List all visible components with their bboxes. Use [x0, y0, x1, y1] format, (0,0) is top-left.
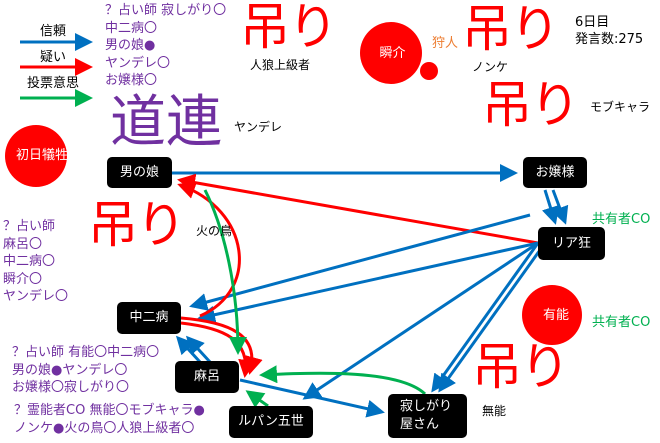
node-lupin[interactable]: ルパン五世	[229, 406, 313, 438]
dead-name-jinrou: 人狼上級者	[250, 58, 311, 72]
dead-name-hinotori: 火の鳥	[196, 224, 233, 238]
trust-arrow	[175, 335, 202, 364]
seer-note-bottom: ？占い師 有能〇中二病〇 男の娘●ヤンデレ〇 お嬢様〇寂しがり〇	[12, 345, 160, 395]
trust-arrow	[189, 213, 531, 311]
trust-arrow	[239, 378, 385, 418]
blood-splatter	[522, 285, 582, 345]
hang-mark: 吊り	[240, 0, 338, 56]
hang-mark: 吊り	[472, 338, 570, 396]
node-chuunibyou[interactable]: 中二病	[117, 302, 181, 334]
seer-note-top: ？占い師 寂しがり〇 中二病〇 男の娘● ヤンデレ〇 お嬢様〇	[105, 3, 227, 88]
seer-note-left: ？占い師 麻呂〇 中二病〇 瞬介〇 ヤンデレ〇	[3, 219, 69, 304]
node-yuunou: 有能	[542, 308, 569, 324]
hang-mark: 吊り	[482, 76, 580, 134]
blood-splatter	[5, 125, 67, 187]
hang-mark: 吊り	[88, 196, 186, 254]
trust-arrow	[197, 241, 539, 324]
michizure-mark: 道連	[110, 90, 222, 155]
post-count: 発言数:275	[575, 32, 644, 47]
legend-trust-label: 信頼	[40, 24, 67, 39]
node-shunsuke: 瞬介	[379, 45, 406, 61]
legend-vote-label: 投票意思	[27, 76, 80, 91]
hang-mark: 吊り	[462, 0, 560, 58]
dead-name-yandere: ヤンデレ	[234, 120, 283, 134]
trust-arrow	[438, 242, 547, 393]
vote-arrow	[259, 365, 427, 396]
trust-arrow	[185, 335, 212, 364]
dead-name-mob: モブキャラ	[590, 100, 651, 114]
trust-arrow	[431, 242, 540, 393]
hunter-label: 狩人	[432, 36, 459, 51]
sharer-co-label: 共有者CO	[592, 315, 651, 330]
trust-arrow	[551, 189, 569, 225]
vote-arrow	[245, 390, 269, 408]
vote-arrow	[203, 189, 247, 355]
node-maro[interactable]: 麻呂	[175, 361, 239, 393]
doubt-arrow	[177, 181, 241, 318]
medium-note: ？霊能者CO 無能〇モブキャラ● ノンケ●火の鳥〇人狼上級者〇	[14, 403, 205, 436]
node-riakyou[interactable]: リア狂	[538, 227, 605, 260]
node-otokonoko[interactable]: 男の娘	[107, 157, 172, 188]
sharer-co-label: 共有者CO	[592, 212, 651, 227]
blood-splatter	[360, 22, 422, 84]
trust-arrow	[302, 241, 539, 400]
day-counter: 6日目	[575, 15, 610, 30]
blood-splatter	[420, 62, 438, 80]
node-sabishigari[interactable]: 寂しがり 屋さん	[388, 394, 467, 438]
legend-doubt-label: 疑い	[40, 50, 67, 65]
doubt-arrow	[177, 173, 539, 245]
node-first-victim: 初日犠牲者	[15, 148, 81, 164]
dead-name-munou: 無能	[482, 404, 507, 418]
dead-name-nonke: ノンケ	[472, 60, 509, 74]
node-ojousama[interactable]: お嬢様	[523, 157, 587, 188]
